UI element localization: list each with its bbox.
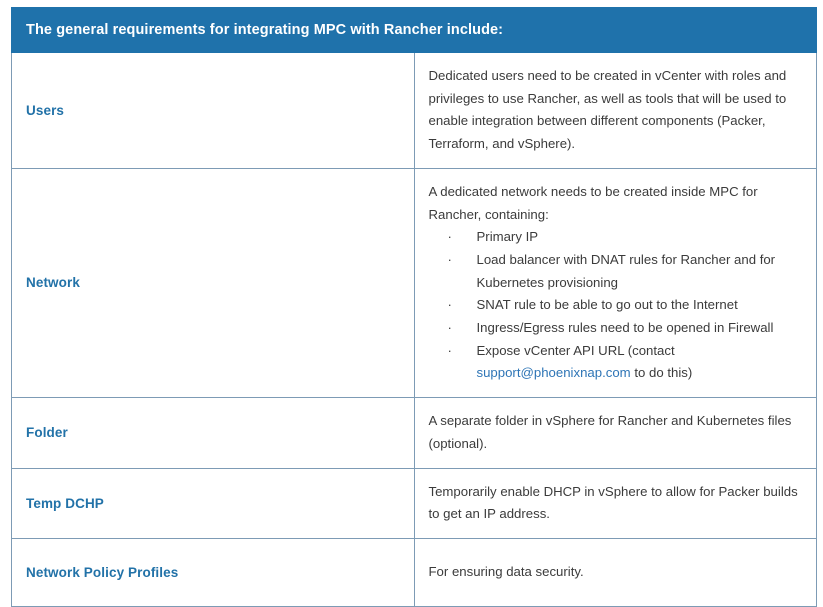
list-item-label: SNAT rule to be able to go out to the In… — [476, 297, 738, 313]
bullet-marker-icon: · — [447, 251, 452, 267]
row-body-network-policy-profiles-text: For ensuring data security. — [428, 564, 584, 580]
row-body-folder-text: A separate folder in vSphere for Rancher… — [428, 413, 792, 451]
row-label-folder: Folder — [11, 397, 415, 469]
table-row: Folder A separate folder in vSphere for … — [11, 397, 817, 469]
table-header-title: The general requirements for integrating… — [11, 7, 817, 53]
bullet-marker-icon: · — [447, 229, 452, 245]
support-email-link[interactable]: support@phoenixnap.com — [476, 365, 631, 381]
list-item-prefix: Expose vCenter API URL (contact — [476, 342, 675, 358]
row-body-network-policy-profiles: For ensuring data security. — [413, 537, 817, 607]
row-body-users-text: Dedicated users need to be created in vC… — [428, 68, 787, 152]
table-row: Temp DCHP Temporarily enable DHCP in vSp… — [11, 467, 817, 539]
list-item: · Primary IP — [429, 226, 803, 249]
list-item: · SNAT rule to be able to go out to the … — [429, 294, 803, 317]
bullet-marker-icon: · — [447, 342, 452, 358]
row-label-network-policy-profiles: Network Policy Profiles — [11, 537, 415, 607]
table-row: Network A dedicated network needs to be … — [11, 167, 817, 399]
list-item-label: Ingress/Egress rules need to be opened i… — [476, 320, 774, 336]
list-item: · Ingress/Egress rules need to be opened… — [429, 317, 803, 340]
row-body-temp-dchp-text: Temporarily enable DHCP in vSphere to al… — [428, 483, 798, 522]
network-requirements-list: · Primary IP · Load balancer with DNAT r… — [429, 226, 803, 385]
list-item-label: Load balancer with DNAT rules for Ranche… — [476, 251, 776, 290]
bullet-marker-icon: · — [447, 320, 452, 336]
table-row: Users Dedicated users need to be created… — [11, 52, 817, 169]
row-body-users: Dedicated users need to be created in vC… — [413, 52, 817, 169]
list-item-suffix: to do this) — [630, 365, 693, 381]
list-item: · Load balancer with DNAT rules for Ranc… — [429, 249, 803, 294]
list-item: · Expose vCenter API URL (contact suppor… — [429, 340, 803, 385]
table-row: Network Policy Profiles For ensuring dat… — [11, 537, 817, 607]
bullet-marker-icon: · — [447, 297, 452, 313]
list-item-label: Primary IP — [476, 229, 539, 245]
row-label-users: Users — [11, 52, 415, 169]
network-intro-text: A dedicated network needs to be created … — [428, 183, 758, 222]
row-body-temp-dchp: Temporarily enable DHCP in vSphere to al… — [413, 467, 817, 539]
requirements-table: The general requirements for integrating… — [11, 7, 817, 607]
row-body-folder: A separate folder in vSphere for Rancher… — [413, 397, 817, 469]
row-label-temp-dchp: Temp DCHP — [11, 467, 415, 539]
row-body-network: A dedicated network needs to be created … — [413, 167, 817, 399]
table-header-row: The general requirements for integrating… — [11, 7, 817, 53]
requirements-table-container: The general requirements for integrating… — [11, 7, 817, 607]
row-label-network: Network — [11, 167, 415, 399]
